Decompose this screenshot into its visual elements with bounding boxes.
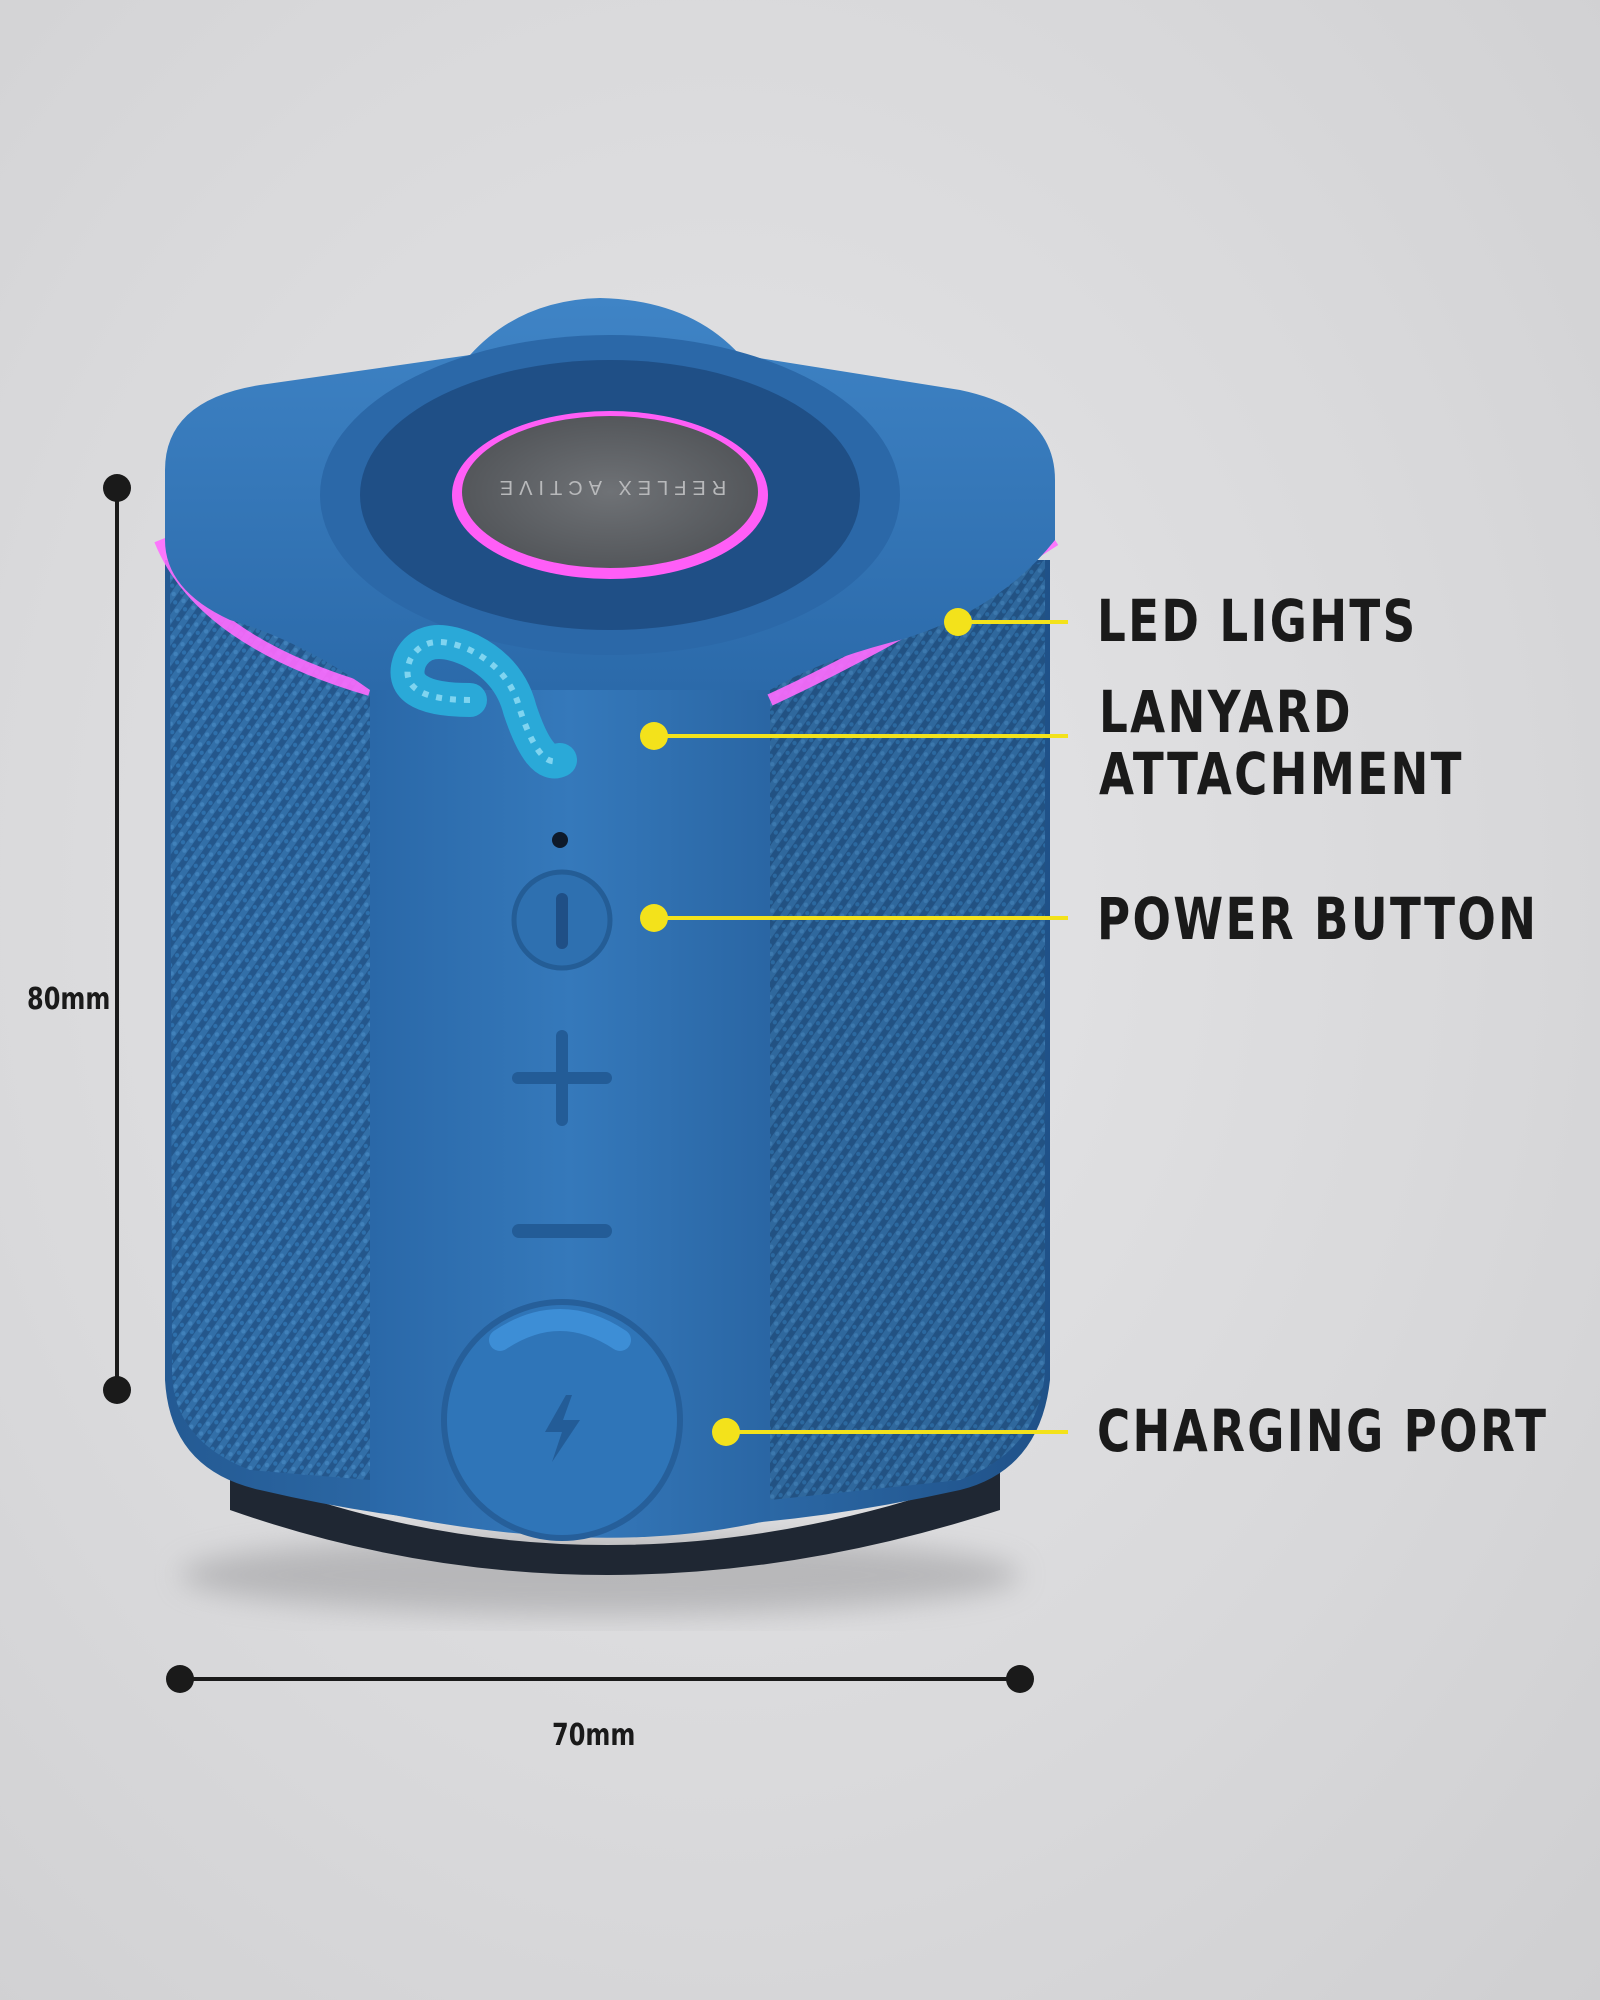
speaker-base-foot <box>230 1470 1000 1575</box>
callout-led-lights <box>944 608 1068 636</box>
volume-down-button[interactable] <box>510 1210 614 1250</box>
callout-label-led-lights: LED LIGHTS <box>1097 590 1418 652</box>
charging-port-cover[interactable] <box>441 1299 683 1541</box>
callout-led-line1: LED LIGHTS <box>1097 587 1418 655</box>
width-dimension-line <box>166 1665 1034 1693</box>
lightning-icon <box>545 1395 580 1462</box>
lanyard-loop[interactable] <box>390 625 577 779</box>
top-plate <box>462 416 758 568</box>
callout-charging <box>712 1418 1068 1446</box>
callout-lanyard-line2: ATTACHMENT <box>1099 740 1464 808</box>
height-dimension-label: 80mm <box>27 982 111 1017</box>
minus-icon <box>512 1224 612 1238</box>
callout-label-charging-port: CHARGING PORT <box>1097 1400 1548 1462</box>
brand-text: REFLEX ACTIVE <box>494 476 727 498</box>
callout-lanyard-line1: LANYARD <box>1099 678 1353 746</box>
power-button[interactable] <box>511 869 613 971</box>
callout-lanyard <box>640 722 1068 750</box>
power-icon <box>556 893 568 949</box>
callout-label-lanyard: LANYARD ATTACHMENT <box>1099 681 1464 805</box>
volume-up-button[interactable] <box>512 1018 612 1126</box>
callout-power <box>640 904 1068 932</box>
speaker-grille-right <box>770 560 1045 1500</box>
width-dimension-label: 70mm <box>552 1718 636 1753</box>
plus-icon <box>512 1030 612 1126</box>
microphone-hole <box>552 832 568 848</box>
callout-label-power-button: POWER BUTTON <box>1097 888 1538 950</box>
height-dimension-line <box>103 474 131 1404</box>
speaker-grille-left <box>170 560 370 1480</box>
callout-power-line1: POWER BUTTON <box>1097 885 1539 953</box>
callout-charging-line1: CHARGING PORT <box>1097 1397 1549 1465</box>
